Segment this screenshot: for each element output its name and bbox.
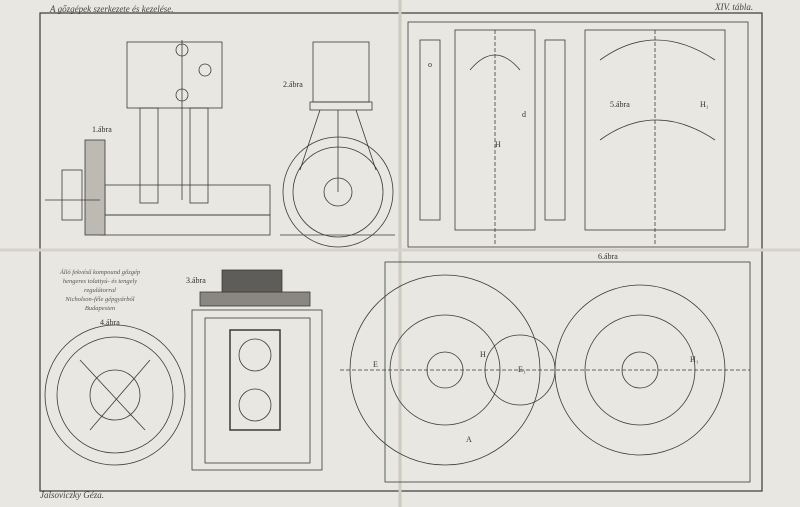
caption-line: Nicholson-féle gépgyárból (65, 296, 135, 303)
letter-o: o (428, 60, 432, 69)
figure-6-label: 6.ábra (598, 252, 618, 261)
caption-line: Budapesten (84, 305, 116, 312)
figure-4-governor (44, 324, 186, 466)
letter-h-plan: H (480, 350, 486, 359)
figure-5-label: 5.ábra (610, 100, 630, 109)
figure-2-side-view (280, 41, 395, 248)
letter-d: d (522, 110, 526, 119)
caption-line: regulátorral (84, 287, 116, 294)
letter-h1: H₁ (700, 100, 709, 109)
letter-h: H (495, 140, 501, 149)
figure-3-top-view (191, 269, 323, 471)
figure-3-label: 3.ábra (186, 276, 206, 285)
caption-line: Álló fekvésű kompound gőzgép (59, 269, 141, 276)
letter-e: E (373, 360, 378, 369)
figure-6-plan (340, 261, 751, 483)
plate-header: A gőzgépek szerkezete és kezelése. (50, 4, 174, 14)
handwritten-caption: Álló fekvésű kompound gőzgép hengeres to… (50, 268, 150, 313)
letter-h1-plan: H₁ (690, 355, 699, 364)
caption-line: hengeres tolattyú- és tengely (62, 278, 138, 285)
figure-1-label: 1.ábra (92, 125, 112, 134)
figure-2-label: 2.ábra (283, 80, 303, 89)
letter-a: A (466, 435, 472, 444)
letter-e1: E₁ (518, 365, 526, 374)
figure-5-section (407, 21, 749, 248)
author-signature: Jalsoviczky Géza. (40, 490, 104, 500)
plate-number: XIV. tábla. (715, 2, 754, 12)
figure-4-label: 4.ábra (100, 318, 120, 327)
figure-1-engine-elevation (45, 40, 271, 236)
